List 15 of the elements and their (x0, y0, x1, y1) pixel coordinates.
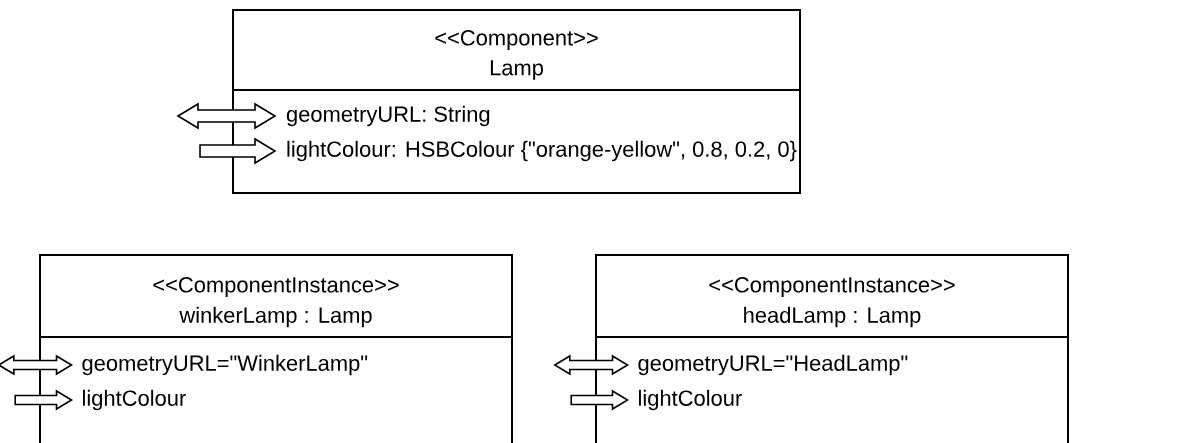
attribute-text: lightColour (83, 389, 186, 411)
attribute-text: geometryURL="WinkerLamp" (82, 354, 368, 376)
class-box (232, 9, 801, 194)
stereotype-label: <<ComponentInstance>> (153, 277, 399, 297)
class-box (595, 254, 1069, 443)
stereotype-label: <<Component>> (435, 30, 598, 50)
class-name: winkerLamp : Lamp (179, 306, 372, 328)
attribute-text: lightColour: HSBColour {"orange-yellow", 0.8, 0.2, 0} (287, 140, 797, 162)
attribute-text: geometryURL: String (286, 105, 490, 127)
class-name: headLamp : Lamp (744, 306, 921, 328)
attribute-text: lightColour (638, 389, 742, 411)
class-box (39, 254, 513, 443)
class-name: Lamp (490, 60, 543, 80)
stereotype-label: <<ComponentInstance>> (709, 277, 955, 297)
attribute-text: geometryURL="HeadLamp" (638, 354, 908, 376)
